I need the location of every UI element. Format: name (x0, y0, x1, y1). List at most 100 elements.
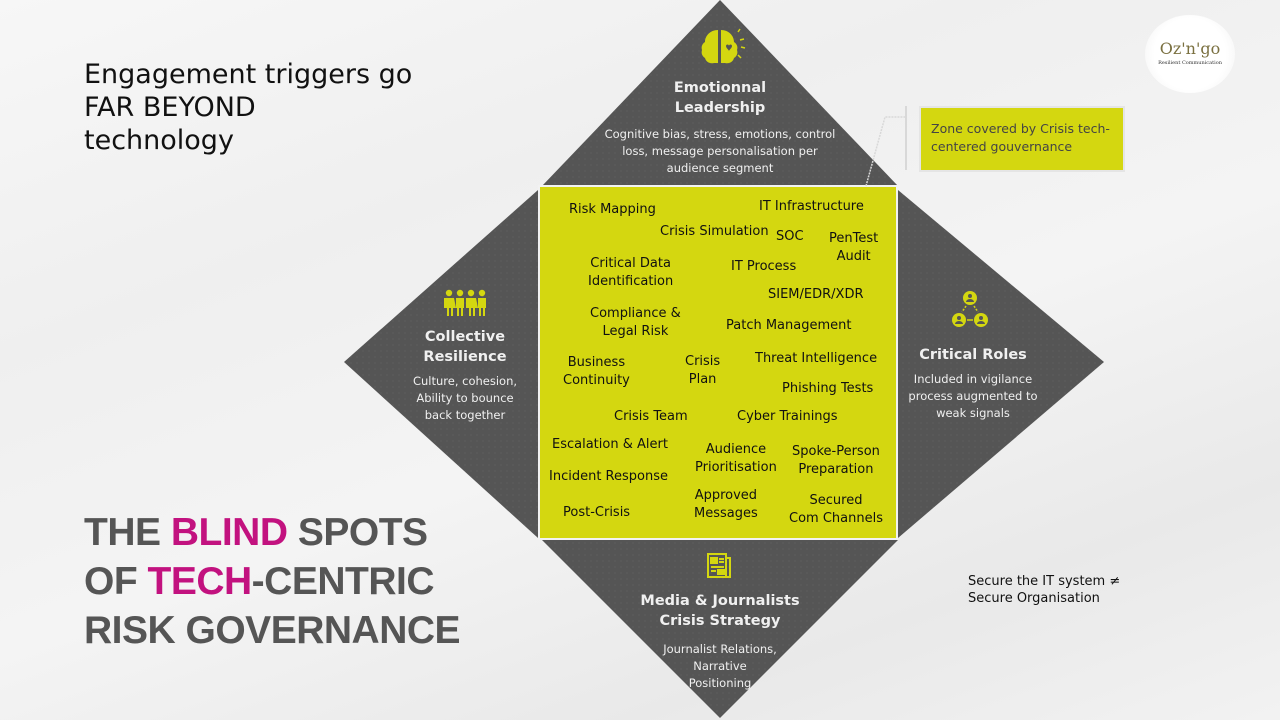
title-line-1: THE BLIND SPOTS (84, 508, 524, 557)
title-accent: TECH (147, 560, 253, 603)
collective-resilience-desc: Culture, cohesion, Ability to bounce bac… (400, 373, 530, 424)
note-line: Secure Organisation (968, 591, 1100, 606)
zone-item: Post-Crisis (563, 504, 630, 522)
zone-item-line: Patch Management (726, 318, 852, 333)
zone-item-line: Prioritisation (695, 460, 777, 475)
zone-item-line: Approved (694, 488, 758, 503)
zone-item: Cyber Trainings (737, 408, 838, 426)
zone-item-line: Threat Intelligence (755, 351, 878, 366)
headline: Engagement triggers go FAR BEYOND techno… (84, 58, 464, 157)
title-line-2: OF TECH-CENTRIC (84, 557, 524, 606)
note-line: Secure the IT system ≠ (968, 574, 1121, 589)
zone-item-line: Continuity (563, 373, 630, 388)
zone-item-line: Crisis Simulation (660, 224, 769, 239)
title-line: Resilience (423, 349, 507, 365)
critical-roles-block: Critical Roles Included in vigilance pro… (898, 345, 1048, 422)
zone-item-line: Risk Mapping (569, 202, 656, 217)
triangle-right (898, 190, 1104, 538)
triangle-bottom (542, 540, 898, 718)
desc-line: process augmented to (908, 389, 1038, 403)
page-title: THE BLIND SPOTS OF TECH-CENTRIC RISK GOV… (84, 508, 524, 655)
zone-item-line: SOC (776, 229, 804, 244)
secure-note: Secure the IT system ≠ Secure Organisati… (968, 573, 1168, 607)
zone-item-line: Preparation (798, 462, 874, 477)
zone-item: Phishing Tests (782, 380, 873, 398)
media-journalists-desc: Journalist Relations, Narrative Position… (620, 641, 820, 692)
zone-item: SOC (776, 228, 804, 246)
desc-line: Cognitive bias, stress, emotions, contro… (604, 127, 836, 141)
zone-item: Crisis Team (614, 408, 688, 426)
zone-item-line: IT Process (731, 259, 797, 274)
zone-item-line: Spoke-Person (792, 444, 880, 459)
headline-line: technology (84, 125, 234, 156)
desc-line: Journalist Relations, (663, 642, 777, 656)
zone-item-line: Compliance & (590, 306, 681, 321)
desc-line: back together (424, 408, 506, 422)
zone-item-line: Incident Response (549, 469, 668, 484)
zone-item: Threat Intelligence (755, 350, 877, 368)
title-text: SPOTS (287, 511, 428, 554)
zone-item-line: IT Infrastructure (759, 199, 864, 214)
people-group-icon (444, 289, 486, 316)
desc-line: Narrative (693, 659, 747, 673)
logo-tagline: Resilient Communication (1158, 60, 1222, 66)
media-journalists-title: Media & Journalists Crisis Strategy (620, 591, 820, 631)
title-text: THE (84, 511, 171, 554)
title-line: Critical Roles (919, 347, 1027, 363)
zone-item: Compliance & Legal Risk (590, 305, 681, 341)
zone-item: Escalation & Alert (552, 436, 668, 454)
zone-item-line: Post-Crisis (563, 505, 631, 520)
newspaper-icon (707, 553, 731, 578)
title-line: Leadership (674, 100, 766, 116)
network-roles-icon (952, 291, 988, 327)
zone-item-line: Cyber Trainings (737, 409, 838, 424)
title-text: OF (84, 560, 148, 603)
emotional-leadership-title: Emotionnal Leadership (580, 78, 860, 118)
zone-item: SIEM/EDR/XDR (768, 286, 863, 304)
media-journalists-block: Media & Journalists Crisis Strategy Jour… (620, 591, 820, 692)
zone-item-line: Business (567, 355, 626, 370)
zone-item: IT Process (731, 258, 796, 276)
zone-item-line: Audit (836, 249, 871, 264)
title-text: -CENTRIC (251, 560, 435, 603)
logo-name: Oz'n'go (1159, 39, 1221, 58)
zone-item-line: Crisis Team (614, 409, 688, 424)
brain-heart-icon (701, 28, 746, 64)
triangle-left (344, 190, 538, 538)
title-line-3: RISK GOVERNANCE (84, 609, 461, 652)
zone-item: Crisis Simulation (660, 223, 769, 241)
desc-line: Culture, cohesion, (412, 374, 518, 388)
zone-item-line: SIEM/EDR/XDR (768, 287, 864, 302)
headline-line: Engagement triggers go (84, 59, 413, 90)
zone-item-line: Critical Data (590, 256, 671, 271)
zone-item-line: Plan (688, 372, 717, 387)
desc-line: Included in vigilance (913, 372, 1033, 386)
collective-resilience-block: Collective Resilience Culture, cohesion,… (400, 327, 530, 424)
desc-line: weak signals (936, 406, 1010, 420)
zone-item-line: Messages (694, 506, 758, 521)
callout-leader-line (865, 116, 905, 187)
desc-line: Positioning (688, 676, 752, 690)
zone-item-line: Phishing Tests (782, 381, 874, 396)
zone-item-line: Legal Risk (602, 324, 669, 339)
title-line: Crisis Strategy (659, 613, 781, 629)
title-line: Collective (424, 329, 506, 345)
zone-callout: Zone covered by Crisis tech-centered gou… (919, 106, 1125, 172)
critical-roles-desc: Included in vigilance process augmented … (898, 371, 1048, 422)
zone-item-line: Crisis (685, 354, 721, 369)
zone-item: Patch Management (726, 317, 851, 335)
zone-item-line: PenTest (829, 231, 879, 246)
desc-line: loss, message personalisation per (622, 144, 818, 158)
title-line: Media & Journalists (640, 593, 800, 609)
zone-item-line: Audience (705, 442, 767, 457)
zone-item: Incident Response (549, 468, 668, 486)
tech-zone (538, 185, 898, 540)
zone-item-line: Secured (809, 493, 863, 508)
zone-item-line: Com Channels (789, 511, 883, 526)
